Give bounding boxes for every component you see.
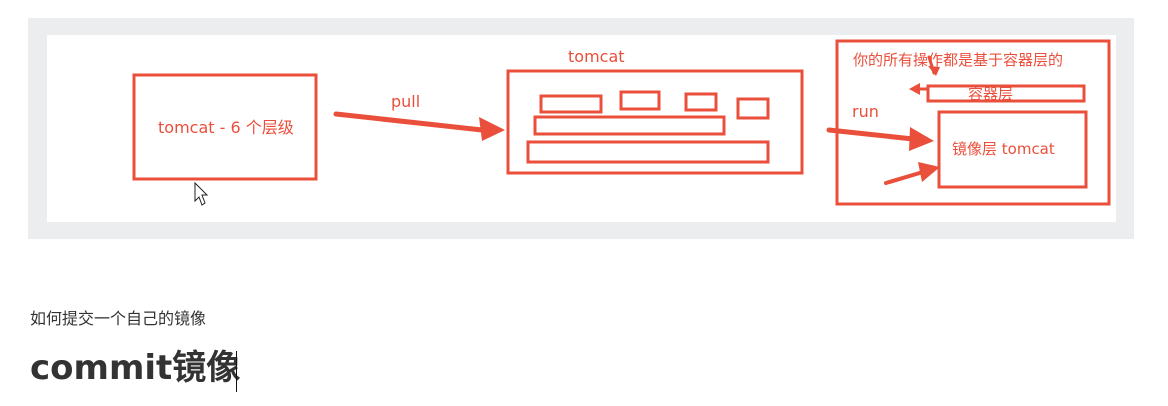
container-layer-label: 容器层: [968, 85, 1013, 103]
image-layer-box: [937, 110, 1088, 189]
source-tomcat-label: tomcat - 6 个层级: [158, 118, 294, 137]
image-layer-arrow-shaft: [884, 170, 925, 185]
pull-label: pull: [391, 92, 420, 111]
pull-arrow-shaft: [333, 111, 485, 133]
text-cursor: [236, 351, 237, 392]
image-layer-arrow-head: [918, 162, 940, 182]
tomcat-layers-container: [506, 69, 804, 175]
commit-intro-text: 如何提交一个自己的镜像: [30, 309, 207, 328]
pull-arrow-head: [479, 117, 505, 141]
layer-block-1: [539, 94, 603, 114]
middle-tomcat-title: tomcat: [568, 47, 625, 66]
container-environment-box: [835, 39, 1111, 206]
image-layer-label: 镜像层 tomcat: [952, 140, 1055, 158]
layer-block-2: [619, 90, 661, 111]
small-arrow-head-2: [909, 83, 920, 95]
run-label: run: [852, 102, 879, 121]
container-note: 你的所有操作都是基于容器层的: [853, 51, 1063, 69]
container-layer-box: [926, 84, 1086, 103]
layer-block-6: [526, 140, 770, 164]
commit-image-heading: commit镜像: [30, 348, 241, 388]
source-tomcat-box: [132, 73, 318, 181]
run-arrow-head: [909, 127, 934, 151]
mouse-pointer-icon: [194, 181, 209, 206]
layer-block-4: [736, 97, 770, 120]
small-arrow-head-1: [928, 66, 940, 76]
layer-block-5: [533, 115, 726, 136]
run-arrow-shaft: [826, 127, 916, 142]
layer-block-3: [684, 92, 718, 112]
